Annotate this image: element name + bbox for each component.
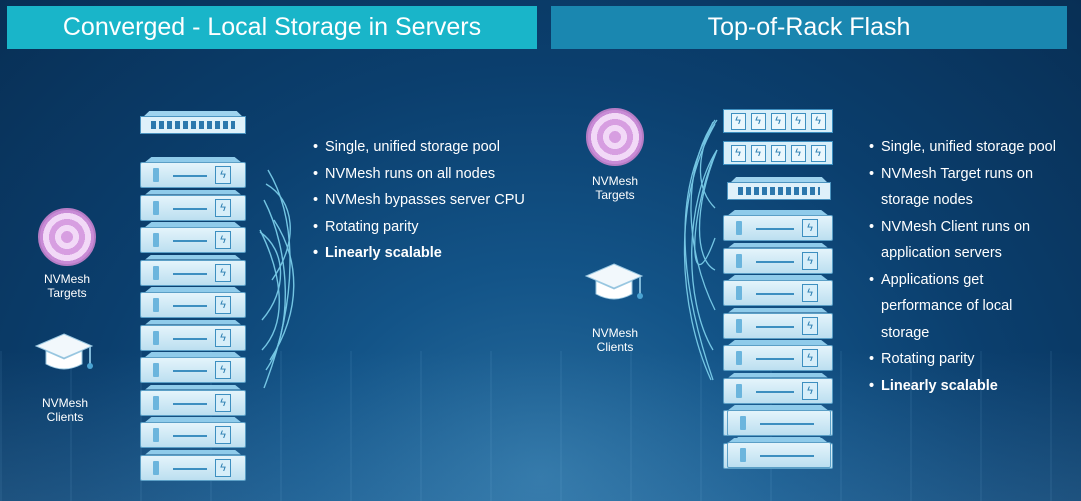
bullet-item: Rotating parity <box>313 214 525 241</box>
server-unit: ϟ <box>140 384 246 416</box>
bullet-item: storage <box>881 324 930 341</box>
server-unit: ϟ <box>140 417 246 448</box>
right-target-disk-icon <box>586 108 644 166</box>
graduation-cap-icon <box>34 333 94 370</box>
bullet-item: Applications get <box>869 267 1056 294</box>
server-unit: ϟ <box>723 372 833 404</box>
lightning-drive-icon: ϟ <box>802 284 818 302</box>
target-disk-icon <box>38 208 96 266</box>
lightning-drive-icon: ϟ <box>215 231 231 249</box>
left-targets-label-line2: Targets <box>47 286 87 300</box>
lightning-drive-icon: ϟ <box>802 251 818 270</box>
left-clients-label-line2: Clients <box>46 410 84 424</box>
right-graduation-cap-icon <box>584 263 644 300</box>
bullet-item: performance of local <box>881 298 1013 314</box>
bullet-item: NVMesh bypasses server CPU <box>313 187 525 214</box>
server-unit: ϟ <box>140 254 246 286</box>
server-unit: ϟ <box>723 242 833 274</box>
bullet-item: NVMesh Client runs on <box>869 214 1056 241</box>
left-clients-label-line1: NVMesh <box>41 396 88 410</box>
right-panel-title: Top-of-Rack Flash <box>551 6 1067 49</box>
lightning-drive-icon: ϟ <box>215 426 231 444</box>
left-clients-label: NVMesh Clients <box>28 396 102 424</box>
server-unit: ϟ <box>140 222 246 253</box>
right-targets-label: NVMesh Targets <box>578 174 652 202</box>
server-unit: ϟ <box>723 340 833 371</box>
server-unit: ϟ <box>140 319 246 351</box>
left-panel-title: Converged - Local Storage in Servers <box>7 6 537 49</box>
bullet-item: Single, unified storage pool <box>313 134 525 161</box>
bullet-item: NVMesh Target runs on <box>869 161 1056 188</box>
lightning-drive-icon: ϟ <box>802 219 818 237</box>
left-targets-label-line1: NVMesh <box>43 272 90 286</box>
bullet-item: Single, unified storage pool <box>869 134 1056 161</box>
server-unit: ϟ <box>723 275 833 306</box>
lightning-drive-icon: ϟ <box>215 166 231 184</box>
lightning-drive-icon: ϟ <box>215 296 231 314</box>
right-targets-label-line2: Targets <box>595 188 635 202</box>
server-unit: ϟ <box>140 287 246 318</box>
right-clients-label-line2: Clients <box>596 340 634 354</box>
bullet-item: application servers <box>881 245 1002 261</box>
left-bullet-list: Single, unified storage poolNVMesh runs … <box>313 134 525 267</box>
lightning-drive-icon: ϟ <box>215 263 231 282</box>
server-unit: ϟ <box>140 449 246 481</box>
lightning-drive-icon: ϟ <box>802 316 818 335</box>
bullet-item: Rotating parity <box>869 346 1056 373</box>
server-unit: ϟ <box>723 210 833 241</box>
right-clients-label: NVMesh Clients <box>578 326 652 354</box>
left-targets-label: NVMesh Targets <box>30 272 104 300</box>
lightning-drive-icon: ϟ <box>215 198 231 217</box>
server-unit: ϟ <box>723 307 833 339</box>
server-unit: ϟ <box>140 352 246 383</box>
right-data-flow-arrows <box>683 119 718 381</box>
right-clients-label-line1: NVMesh <box>591 326 638 340</box>
server-unit: ϟ <box>140 189 246 221</box>
right-targets-label-line1: NVMesh <box>591 174 638 188</box>
bullet-item: NVMesh runs on all nodes <box>313 161 525 188</box>
server-unit <box>727 437 831 468</box>
bullet-item: Linearly scalable <box>313 240 525 267</box>
network-switch <box>140 111 246 134</box>
right-bullet-list: Single, unified storage poolNVMesh Targe… <box>869 134 1056 399</box>
top-of-rack-switch <box>727 177 831 200</box>
left-data-flow-arrows <box>259 169 295 389</box>
bullet-item: Linearly scalable <box>869 373 1056 400</box>
server-unit: ϟ <box>140 157 246 188</box>
bullet-item: storage nodes <box>881 192 973 208</box>
lightning-drive-icon: ϟ <box>215 393 231 412</box>
lightning-drive-icon: ϟ <box>802 381 818 400</box>
server-unit <box>727 405 831 436</box>
lightning-drive-icon: ϟ <box>215 328 231 347</box>
lightning-drive-icon: ϟ <box>215 361 231 379</box>
lightning-drive-icon: ϟ <box>215 458 231 477</box>
lightning-drive-icon: ϟ <box>802 349 818 367</box>
